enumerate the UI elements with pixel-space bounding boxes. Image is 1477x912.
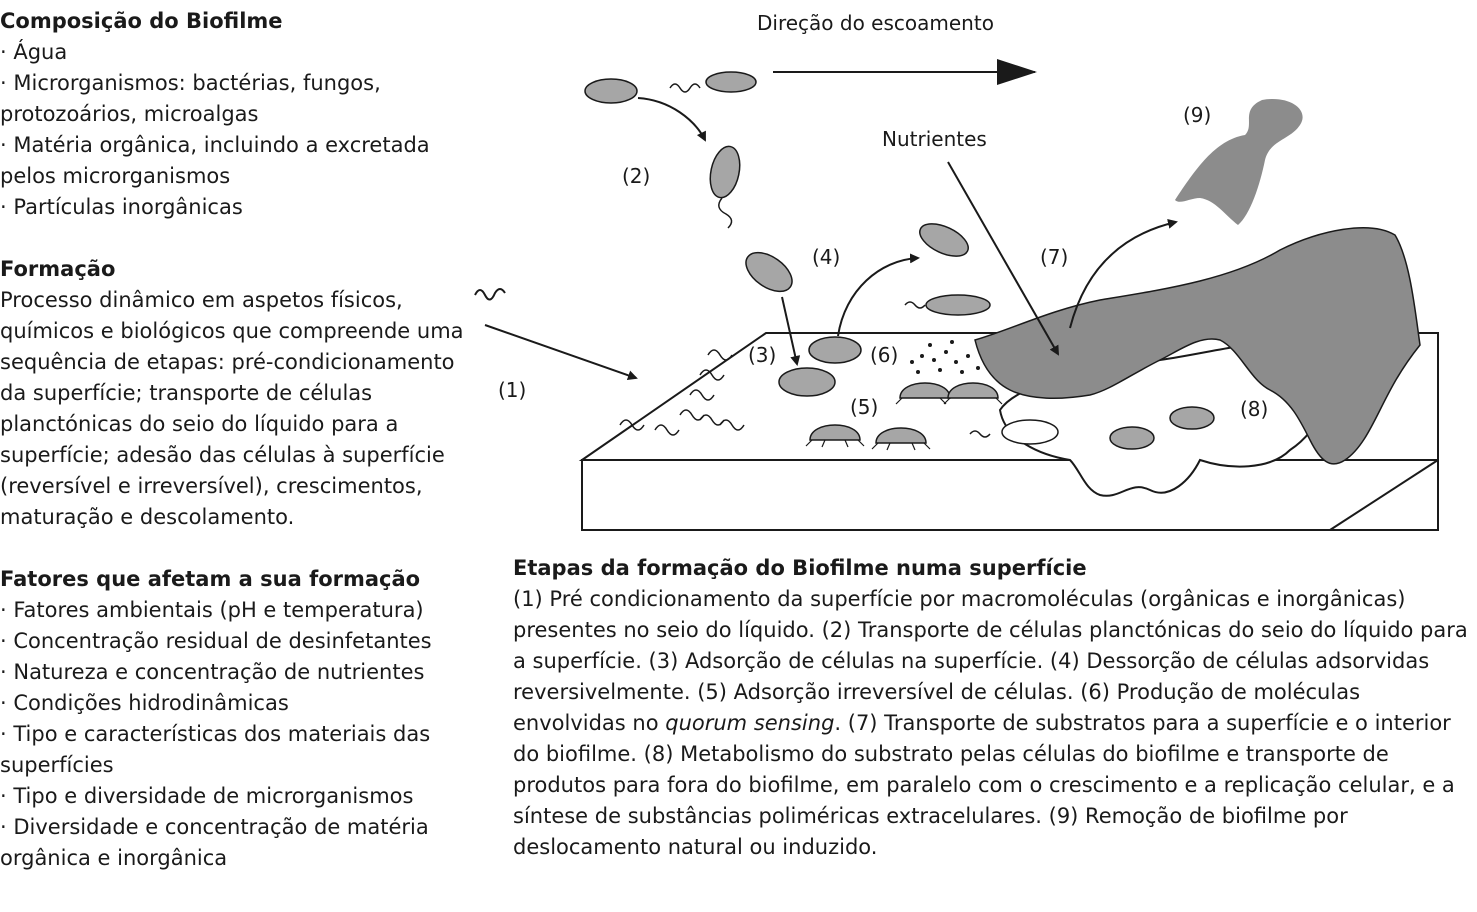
nutrients-label: Nutrientes: [882, 127, 987, 151]
list-item: Água: [0, 37, 470, 68]
step-label: (1): [498, 378, 526, 402]
list-item: Tipo e características dos materiais das…: [0, 719, 470, 781]
caption-text-part: . (7) Transporte de substratos para a su…: [513, 711, 1455, 859]
list-item: Microrganismos: bactérias, fungos, proto…: [0, 68, 470, 130]
formacao-text: Processo dinâmico em aspetos físicos, qu…: [0, 288, 464, 529]
planktonic-cell: [745, 251, 793, 293]
caption-text-part: (1) Pré condicionamento da superfície po…: [513, 587, 1468, 735]
planktonic-cell: [709, 145, 741, 199]
step-label: (6): [870, 343, 898, 367]
formacao-title: Formação: [0, 257, 116, 281]
arrow-step-1: [484, 324, 638, 381]
fatores-title: Fatores que afetam a sua formação: [0, 567, 421, 591]
step-label: (9): [1183, 103, 1211, 127]
step-label: (7): [1040, 245, 1068, 269]
diagram-caption: Etapas da formação do Biofilme numa supe…: [513, 553, 1473, 863]
info-column: Composição do Biofilme Água Microrganism…: [0, 6, 470, 874]
step-label: (4): [812, 245, 840, 269]
step-label: (3): [748, 343, 776, 367]
caption-italic: quorum sensing: [665, 711, 835, 735]
flagellum-icon: [718, 197, 733, 229]
list-item: Tipo e diversidade de microrganismos: [0, 781, 470, 812]
arrow-step-2: [637, 97, 706, 142]
flow-direction-label: Direção do escoamento: [757, 11, 994, 35]
flagellum-icon: [969, 430, 991, 438]
list-item: Concentração residual de desinfetantes: [0, 626, 470, 657]
list-item: Matéria orgânica, incluindo a excretada …: [0, 130, 470, 192]
list-item: Diversidade e concentração de matéria or…: [0, 812, 470, 874]
embedded-cell: [1109, 426, 1155, 450]
step-label: (2): [622, 164, 650, 188]
quorum-sensing-molecules: [910, 340, 980, 374]
irreversible-cell: [943, 382, 1003, 405]
arrow-step-7: [947, 161, 1059, 356]
arrow-step-4: [837, 253, 920, 337]
embedded-cell: [1169, 406, 1215, 430]
flagellum-icon: [904, 301, 926, 309]
arrow-to-surface: [781, 296, 801, 366]
list-item: Fatores ambientais (pH e temperatura): [0, 595, 470, 626]
composicao-title: Composição do Biofilme: [0, 9, 283, 33]
caption-text: (1) Pré condicionamento da superfície po…: [513, 584, 1473, 863]
biofilm-mass: [974, 227, 1421, 465]
flagellum-icon: [669, 83, 701, 93]
composicao-list: Água Microrganismos: bactérias, fungos, …: [0, 37, 470, 223]
caption-title: Etapas da formação do Biofilme numa supe…: [513, 556, 1087, 580]
embedded-cell: [1001, 419, 1059, 445]
adsorbed-cell: [778, 367, 836, 397]
irreversible-cell: [871, 427, 931, 451]
planktonic-cell: [584, 78, 638, 104]
macromolecule-icon: [474, 288, 506, 301]
desorbed-cell: [925, 294, 991, 316]
list-item: Condições hidrodinâmicas: [0, 688, 470, 719]
planktonic-cell: [705, 71, 757, 93]
irreversible-cell: [805, 424, 865, 448]
step-label: (5): [850, 395, 878, 419]
arrow-step-9: [1069, 218, 1178, 329]
detached-biofilm: [1175, 99, 1303, 225]
adsorbed-cell: [808, 336, 862, 364]
fatores-list: Fatores ambientais (pH e temperatura) Co…: [0, 595, 470, 874]
list-item: Natureza e concentração de nutrientes: [0, 657, 470, 688]
conditioning-film: [619, 349, 745, 436]
desorbed-cell: [919, 223, 969, 257]
step-label: (8): [1240, 397, 1268, 421]
list-item: Partículas inorgânicas: [0, 192, 470, 223]
